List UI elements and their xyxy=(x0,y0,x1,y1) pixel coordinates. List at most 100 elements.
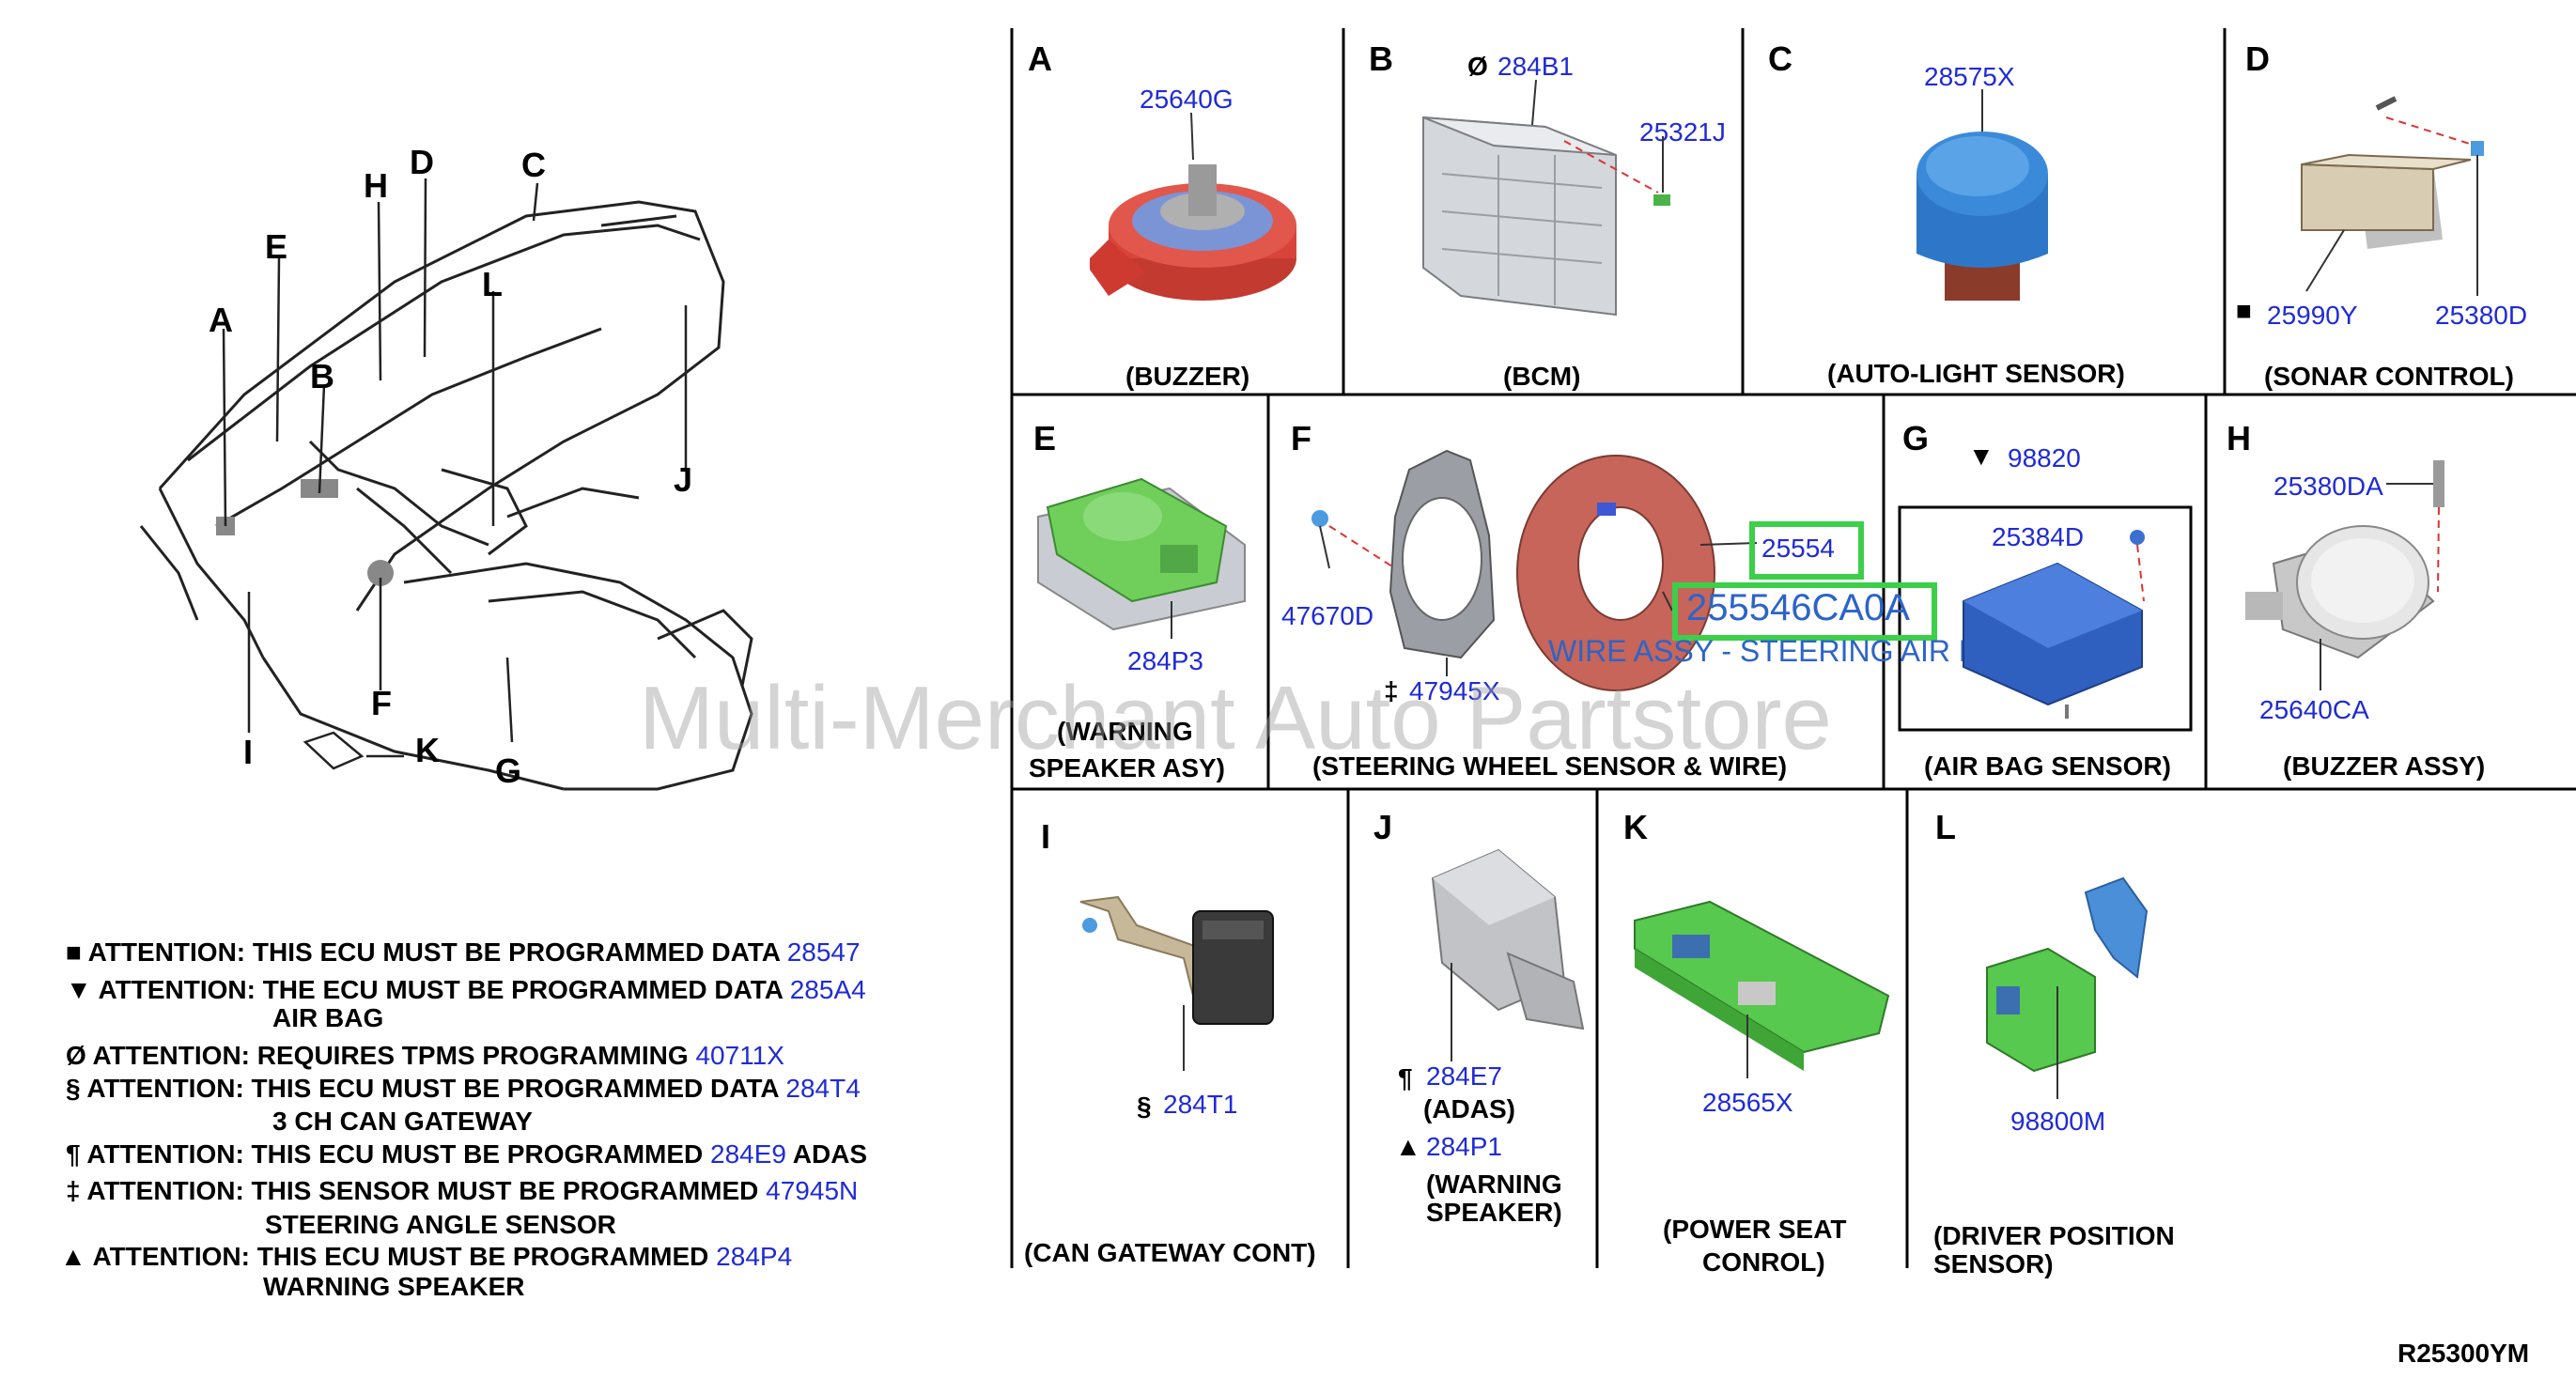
air-bag-sensor-image xyxy=(1963,530,2145,719)
panel-g-symbol: ▼ xyxy=(1968,441,1994,471)
note-7-symbol: ▲ xyxy=(60,1242,86,1271)
panel-b-part-284b1[interactable]: 284B1 xyxy=(1497,52,1574,81)
panel-f-part-255546ca0a[interactable]: 255546CA0A xyxy=(1686,587,1910,628)
buzzer-assy-image xyxy=(2245,460,2444,690)
panel-e-letter: E xyxy=(1033,419,1057,457)
overview-letter-h: H xyxy=(364,166,388,205)
panel-f-highlight-25554[interactable] xyxy=(1749,521,1864,580)
panel-f-highlight-255546ca0a[interactable] xyxy=(1672,582,1937,641)
panel-f-letter: F xyxy=(1291,419,1311,457)
note-6-symbol: ‡ xyxy=(66,1176,81,1205)
panel-e-part-284p3[interactable]: 284P3 xyxy=(1127,646,1203,675)
panel-i-part-284t1[interactable]: 284T1 xyxy=(1163,1090,1238,1119)
note-3: Ø ATTENTION: REQUIRES TPMS PROGRAMMING 4… xyxy=(66,1041,784,1071)
can-gateway-image xyxy=(1079,895,1274,1071)
panel-f-caption: (STEERING WHEEL SENSOR & WIRE) xyxy=(1312,751,1788,781)
panel-g-part-25384d[interactable]: 25384D xyxy=(1992,522,2085,551)
note-4-text: ATTENTION: THIS ECU MUST BE PROGRAMMED D… xyxy=(86,1074,779,1103)
note-6: ‡ ATTENTION: THIS SENSOR MUST BE PROGRAM… xyxy=(66,1176,858,1206)
note-4-line2: 3 CH CAN GATEWAY xyxy=(272,1107,533,1136)
note-5-suffix: ADAS xyxy=(792,1139,868,1169)
panel-b-part-25321j[interactable]: 25321J xyxy=(1639,117,1726,147)
note-1: ■ ATTENTION: THIS ECU MUST BE PROGRAMMED… xyxy=(66,937,861,968)
overview-letter-a: A xyxy=(209,301,233,339)
note-5-text: ATTENTION: THIS ECU MUST BE PROGRAMMED xyxy=(86,1139,704,1169)
panel-a-part-25640g[interactable]: 25640G xyxy=(1140,85,1234,114)
panel-e-caption-line2: SPEAKER ASY) xyxy=(1029,753,1226,782)
panel-j-symbol-2: ▲ xyxy=(1395,1132,1421,1161)
panel-h-letter: H xyxy=(2227,419,2251,457)
panel-f-subtitle: WIRE ASSY - STEERING AIR BAG xyxy=(1548,634,2023,668)
note-7-line2: WARNING SPEAKER xyxy=(263,1272,525,1301)
panel-f-symbol: ‡ xyxy=(1384,676,1399,705)
note-6-text: ATTENTION: THIS SENSOR MUST BE PROGRAMME… xyxy=(86,1176,759,1205)
power-seat-module-image xyxy=(1634,900,1890,1078)
note-7-text: ATTENTION: THIS ECU MUST BE PROGRAMMED xyxy=(92,1242,709,1271)
note-4-part[interactable]: 284T4 xyxy=(785,1074,861,1103)
note-2: ▼ ATTENTION: THE ECU MUST BE PROGRAMMED … xyxy=(66,975,866,1005)
note-2-text: ATTENTION: THE ECU MUST BE PROGRAMMED DA… xyxy=(98,975,783,1004)
panel-d-part-25990y[interactable]: 25990Y xyxy=(2267,301,2358,330)
panel-f-part-25554[interactable]: 25554 xyxy=(1761,534,1835,563)
note-2-line2: AIR BAG xyxy=(272,1003,384,1032)
watermark-text: Multi-Merchant Auto Partstore xyxy=(639,668,1832,768)
panel-b-letter: B xyxy=(1369,39,1393,78)
note-3-symbol: Ø xyxy=(66,1041,86,1070)
panel-d-caption: (SONAR CONTROL) xyxy=(2264,362,2514,391)
overview-letter-f: F xyxy=(371,684,392,722)
note-1-part[interactable]: 28547 xyxy=(786,937,861,967)
panel-k-letter: K xyxy=(1623,808,1648,846)
panel-l-letter: L xyxy=(1935,808,1956,846)
panel-a-letter: A xyxy=(1028,39,1052,78)
note-1-symbol: ■ xyxy=(66,937,82,967)
note-1-text: ATTENTION: THIS ECU MUST BE PROGRAMMED D… xyxy=(87,937,780,967)
overview-letter-b: B xyxy=(310,357,334,395)
panel-g-part-98820[interactable]: 98820 xyxy=(2008,443,2081,472)
panel-j-letter: J xyxy=(1373,808,1393,846)
panel-f-part-47670d[interactable]: 47670D xyxy=(1281,601,1374,630)
panel-b-symbol: Ø xyxy=(1467,52,1488,81)
panel-d-symbol: ■ xyxy=(2236,296,2252,325)
overview-letter-c: C xyxy=(521,146,546,184)
bcm-image xyxy=(1422,80,1670,317)
overview-letter-d: D xyxy=(410,143,434,181)
note-6-part[interactable]: 47945N xyxy=(766,1176,859,1205)
note-3-text: ATTENTION: REQUIRES TPMS PROGRAMMING xyxy=(92,1041,689,1070)
panel-j-sub1: (ADAS) xyxy=(1423,1094,1515,1123)
note-2-part[interactable]: 285A4 xyxy=(789,975,866,1004)
panel-j-part-284p1[interactable]: 284P1 xyxy=(1426,1132,1502,1161)
panel-h-caption: (BUZZER ASSY) xyxy=(2283,751,2486,781)
panel-i-caption: (CAN GATEWAY CONT) xyxy=(1024,1238,1316,1267)
panel-j-part-284e7[interactable]: 284E7 xyxy=(1426,1061,1502,1091)
adas-module-image xyxy=(1431,848,1585,1061)
driver-position-sensor-image xyxy=(1986,876,2149,1099)
panel-i-symbol: § xyxy=(1137,1092,1152,1121)
panel-g-letter: G xyxy=(1902,419,1930,457)
panel-h-part-25380da[interactable]: 25380DA xyxy=(2273,472,2383,501)
diagram-code: R25300YM xyxy=(2398,1339,2530,1368)
overview-letter-i: I xyxy=(243,733,254,771)
panel-j-symbol-1: ¶ xyxy=(1398,1063,1413,1092)
panel-l-caption-line1: (DRIVER POSITION xyxy=(1933,1221,2175,1250)
note-3-part[interactable]: 40711X xyxy=(695,1041,784,1070)
panel-a-caption: (BUZZER) xyxy=(1125,362,1250,391)
panel-h-part-25640ca[interactable]: 25640CA xyxy=(2259,695,2369,724)
panel-k-part-28565x[interactable]: 28565X xyxy=(1702,1088,1793,1117)
overview-letter-g: G xyxy=(495,751,522,790)
panel-b-caption: (BCM) xyxy=(1503,362,1581,391)
panel-c-part-28575x[interactable]: 28575X xyxy=(1924,62,2015,91)
overview-letter-k: K xyxy=(415,731,440,769)
note-7-part[interactable]: 284P4 xyxy=(716,1242,793,1271)
panel-f-part-47945x[interactable]: 47945X xyxy=(1409,676,1500,705)
panel-d-letter: D xyxy=(2245,39,2270,78)
panel-j-sub2-line1: (WARNING xyxy=(1426,1169,1562,1199)
warning-speaker-image xyxy=(1037,477,1246,639)
note-2-symbol: ▼ xyxy=(66,975,92,1004)
panel-d-part-25380d[interactable]: 25380D xyxy=(2435,301,2528,330)
overview-letter-j: J xyxy=(674,460,693,499)
panel-c-caption: (AUTO-LIGHT SENSOR) xyxy=(1827,359,2125,388)
note-5-part[interactable]: 284E9 xyxy=(710,1139,786,1169)
panel-l-part-98800m[interactable]: 98800M xyxy=(2010,1107,2106,1136)
sonar-control-image xyxy=(2301,96,2484,296)
